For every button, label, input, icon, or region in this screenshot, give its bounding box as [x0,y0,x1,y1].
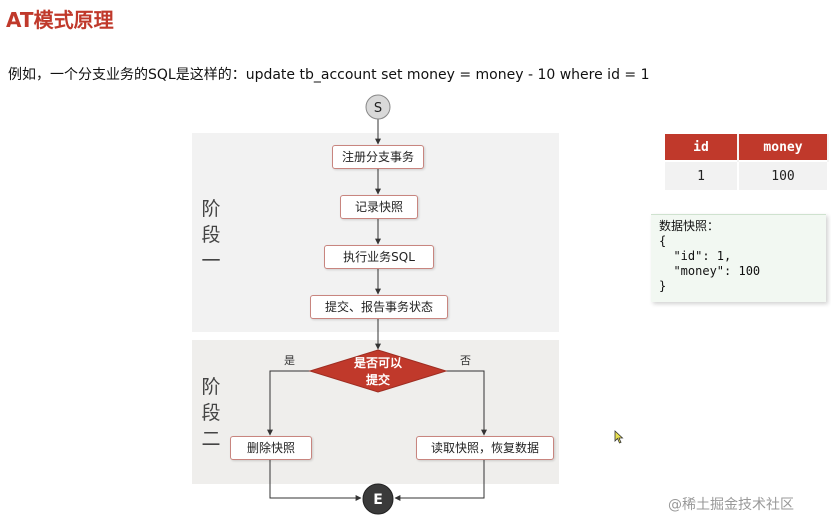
phase-one-char: 一 [201,250,221,272]
table-cell-id: 1 [665,160,739,190]
start-node [365,94,391,120]
end-node-label: E [373,492,383,508]
step-register-branch: 注册分支事务 [332,145,424,169]
snapshot-title: 数据快照： [659,219,720,233]
arrow-restore-end [394,459,485,501]
end-node [362,483,394,515]
account-table: id money 1 100 [665,134,829,190]
step-exec-sql: 执行业务SQL [324,245,434,269]
phase-one-label: 阶 段 一 [196,196,226,274]
intro-text: 例如，一个分支业务的SQL是这样的：update tb_account set … [8,67,650,83]
arrow-decision-no [444,370,487,436]
table-cell-money: 100 [738,160,829,190]
branch-yes-label: 是 [284,354,295,367]
table-header-money: money [738,134,829,161]
phase-one-char: 阶 [201,198,221,220]
snapshot-code-line: { [659,234,667,248]
branch-no-label: 否 [460,354,471,367]
decision-diamond [308,349,448,393]
snapshot-code-line: "id": 1, [659,249,732,263]
start-node-label: S [374,101,382,116]
table-header-row: id money [665,134,829,161]
arrow-decision-yes [267,370,312,436]
step-restore-data: 读取快照，恢复数据 [416,436,554,460]
table-row: 1 100 [665,160,829,190]
decision-line: 是否可以 [353,356,402,370]
step-record-snapshot: 记录快照 [340,195,418,219]
snapshot-code-line: "money": 100 [659,264,761,278]
phase-two-char: 二 [201,428,221,450]
watermark: @稀土掘金技术社区 [668,497,794,513]
phase-one-char: 段 [201,224,221,246]
step-commit-report: 提交、报告事务状态 [310,295,448,319]
phase-two-char: 段 [201,402,221,424]
decision-label: 是否可以 提交 [338,355,418,389]
table-header-id: id [665,134,739,161]
snapshot-box: 数据快照： { "id": 1, "money": 100 } [651,214,826,302]
mouse-cursor-icon [614,430,624,444]
phase-two-label: 阶 段 二 [196,374,226,452]
snapshot-code-line: } [659,279,667,293]
decision-line: 提交 [365,373,390,387]
step-delete-snapshot: 删除快照 [230,436,312,460]
arrow-delete-end [269,459,362,501]
slide-title: AT模式原理 [6,8,114,32]
phase-two-char: 阶 [201,376,221,398]
